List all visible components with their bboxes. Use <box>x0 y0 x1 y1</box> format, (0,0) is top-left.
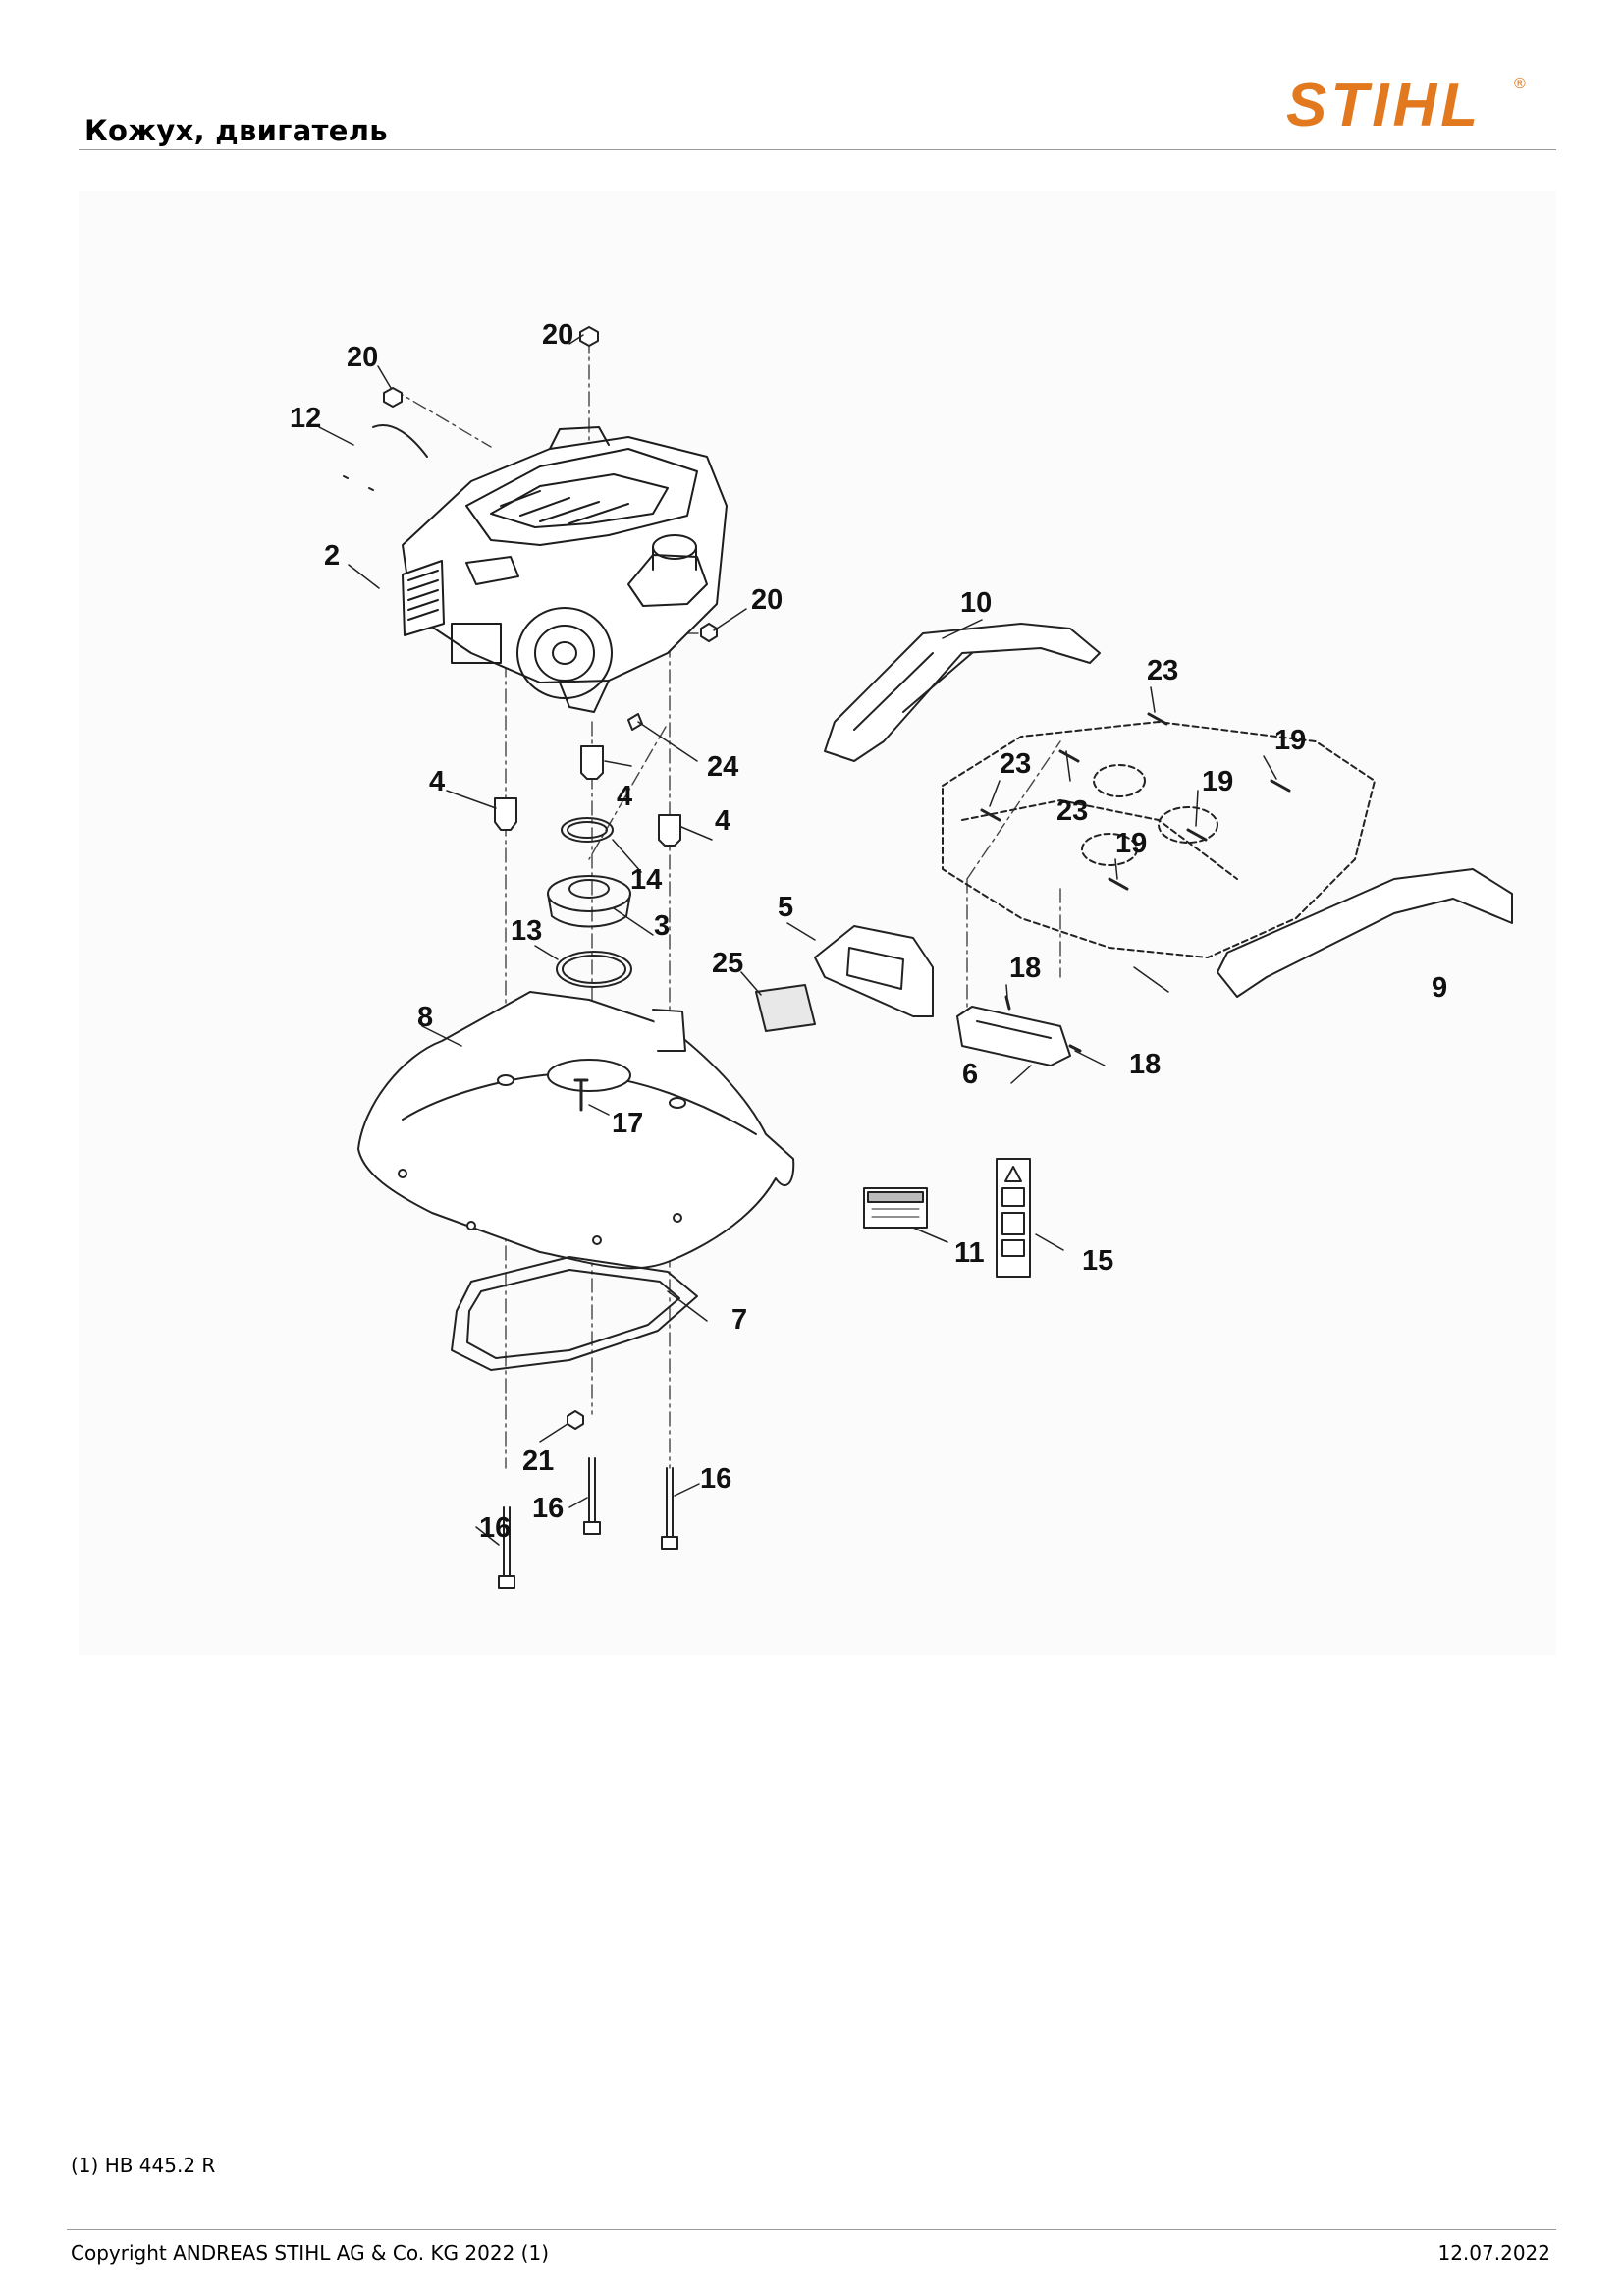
callout-23: 23 <box>1147 655 1178 686</box>
warning-label <box>996 1158 1031 1278</box>
engine <box>402 426 728 713</box>
header-divider <box>79 149 1556 150</box>
callout-5: 5 <box>778 892 793 923</box>
bolts <box>498 1457 678 1589</box>
sealing-ring <box>556 951 632 988</box>
upper-handle <box>824 623 1101 762</box>
callout-10: 10 <box>960 587 992 619</box>
exploded-view: 2020122201023192319231942444145313251898… <box>290 319 1513 1589</box>
callout-13: 13 <box>511 915 542 947</box>
seal <box>547 875 631 928</box>
callout-15: 15 <box>1082 1245 1113 1277</box>
plate <box>755 984 816 1032</box>
nut-fasteners <box>383 326 718 1430</box>
callout-20: 20 <box>542 319 573 351</box>
stihl-logo: STIHL ® <box>1278 67 1540 141</box>
callout-4: 4 <box>429 766 445 797</box>
callout-16: 16 <box>700 1463 731 1495</box>
logo-wordmark: STIHL <box>1286 72 1482 139</box>
leader-lines <box>318 334 1277 1546</box>
display-panel <box>814 925 934 1017</box>
housing-screws <box>980 712 1291 891</box>
footnote: (1) HB 445.2 R <box>71 2154 216 2177</box>
callout-14: 14 <box>630 864 662 896</box>
callout-4: 4 <box>617 781 632 812</box>
callout-11: 11 <box>954 1237 985 1269</box>
callout-18: 18 <box>1129 1049 1161 1080</box>
cable-ends <box>343 475 374 491</box>
shroud <box>357 991 795 1270</box>
callout-23: 23 <box>1000 748 1031 780</box>
date-text: 12.07.2022 <box>1437 2241 1550 2265</box>
callout-9: 9 <box>1432 972 1447 1004</box>
callout-16: 16 <box>532 1493 564 1524</box>
label <box>863 1187 928 1229</box>
sleeves <box>494 745 681 847</box>
callout-25: 25 <box>712 948 743 979</box>
rear-cover <box>1217 868 1513 998</box>
registered-mark: ® <box>1514 76 1526 92</box>
gasket <box>451 1256 698 1371</box>
callout-2: 2 <box>324 540 340 572</box>
small-screws <box>1004 995 1082 1053</box>
callout-16: 16 <box>479 1512 511 1544</box>
callout-21: 21 <box>522 1446 554 1477</box>
footer-divider <box>67 2229 1556 2230</box>
handle-insert <box>956 1006 1071 1066</box>
callout-7: 7 <box>731 1304 747 1336</box>
callout-8: 8 <box>417 1002 433 1033</box>
callout-20: 20 <box>751 584 783 616</box>
callout-17: 17 <box>612 1108 643 1139</box>
callout-3: 3 <box>654 910 670 942</box>
screw <box>573 1078 589 1112</box>
callout-19: 19 <box>1202 766 1233 797</box>
callout-23: 23 <box>1056 795 1088 827</box>
callout-18: 18 <box>1009 953 1041 984</box>
housing <box>942 721 1376 958</box>
callout-19: 19 <box>1274 725 1306 756</box>
callout-4: 4 <box>715 805 730 837</box>
cable <box>372 424 428 458</box>
pin <box>627 713 643 731</box>
callout-20: 20 <box>347 342 378 373</box>
callout-19: 19 <box>1115 828 1147 859</box>
page-title: Кожух, двигатель <box>84 114 388 147</box>
copyright-text: Copyright ANDREAS STIHL AG & Co. KG 2022… <box>71 2241 550 2265</box>
callout-6: 6 <box>962 1059 978 1090</box>
callout-12: 12 <box>290 403 321 434</box>
callout-24: 24 <box>707 751 738 783</box>
o-ring <box>561 817 614 843</box>
